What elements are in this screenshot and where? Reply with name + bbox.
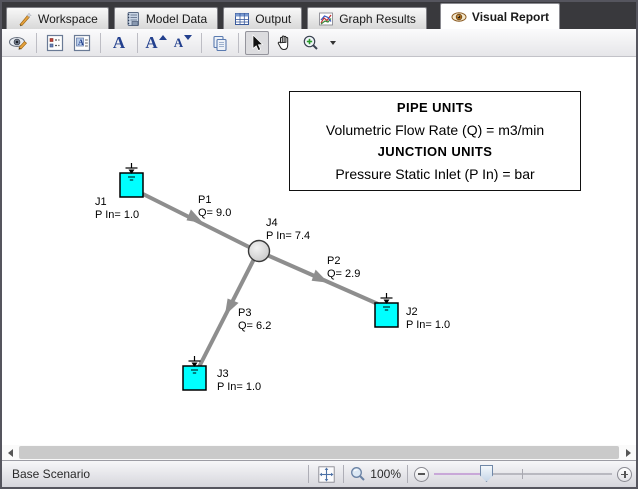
statusbar-separator [308, 465, 310, 483]
slider-center-tick [522, 469, 523, 479]
svg-text:A: A [78, 38, 84, 47]
pipe-units-title: PIPE UNITS [396, 100, 474, 116]
tab-label: Output [255, 11, 292, 26]
units-legend[interactable]: PIPE UNITS Volumetric Flow Rate (Q) = m3… [289, 91, 581, 191]
zoom-to-fit-button[interactable] [315, 463, 337, 485]
junction-J1-reservoir[interactable] [119, 163, 144, 198]
water-surface-icon [380, 293, 393, 311]
chart-icon [319, 12, 334, 25]
pipe-P2[interactable] [266, 253, 379, 306]
select-arrow-icon [252, 33, 264, 51]
scroll-left-button[interactable] [2, 445, 18, 460]
tab-model-data[interactable]: Model Data [113, 7, 219, 29]
junction-J3-reservoir[interactable] [182, 356, 207, 391]
visual-report-toolbar: A A A A [2, 29, 636, 57]
select-tool-button[interactable] [245, 30, 269, 55]
zoom-slider[interactable] [434, 464, 612, 484]
dropdown-caret-icon [330, 40, 336, 45]
zoom-in-icon [303, 35, 318, 50]
water-surface-icon [125, 163, 138, 181]
slider-track[interactable] [434, 473, 612, 475]
display-options-button[interactable] [43, 31, 67, 55]
zoom-in-button[interactable] [617, 466, 632, 482]
pan-tool-button[interactable] [272, 31, 296, 55]
flow-arrow-icon [224, 298, 239, 316]
fit-arrows-icon [318, 465, 335, 483]
copy-icon [213, 35, 227, 51]
eye-icon [451, 11, 467, 22]
table-icon [235, 12, 250, 25]
pipe-units-line: Volumetric Flow Rate (Q) = m3/min [325, 121, 545, 138]
zoom-level-value: 100% [370, 467, 401, 481]
pipe-P3[interactable] [197, 258, 256, 368]
tab-label: Model Data [145, 11, 208, 26]
tab-visual-report[interactable]: Visual Report [439, 3, 561, 29]
junction-units-line: Pressure Static Inlet (P In) = bar [335, 165, 535, 182]
plus-icon [621, 470, 628, 478]
slider-fill [434, 473, 486, 475]
zoom-out-button[interactable] [414, 466, 429, 482]
chevron-left-icon [7, 448, 13, 457]
notebook-icon [127, 11, 139, 26]
font-decrease-icon: A [173, 35, 184, 50]
up-caret-icon [158, 35, 167, 40]
visual-report-canvas[interactable]: PIPE UNITS Volumetric Flow Rate (Q) = m3… [2, 57, 636, 445]
statusbar-separator [343, 465, 345, 483]
chevron-right-icon [625, 448, 631, 457]
model-scene [119, 163, 399, 391]
tab-bar: Workspace Model Data [2, 2, 636, 29]
minus-icon [418, 473, 425, 475]
tab-graph-results[interactable]: Graph Results [307, 7, 427, 29]
font-button[interactable]: A [107, 31, 131, 55]
eye-pencil-icon [8, 36, 28, 50]
scenario-label: Base Scenario [12, 467, 91, 481]
junction-J2-reservoir[interactable] [374, 293, 399, 328]
status-bar: Base Scenario 100% [2, 460, 636, 487]
toolbar-separator [36, 32, 37, 53]
down-caret-icon [184, 35, 193, 40]
font-decrease-button[interactable]: A [171, 31, 195, 55]
water-surface-icon [188, 356, 201, 374]
junction-J4-branch[interactable] [247, 239, 271, 263]
pan-hand-icon [277, 34, 289, 50]
toolbar-separator [100, 32, 101, 53]
scrollbar-thumb[interactable] [19, 446, 619, 459]
pipe-P1[interactable] [142, 192, 252, 250]
display-options-icon [46, 34, 64, 51]
flow-arrow-icon [311, 269, 329, 283]
zoom-tool-dropdown[interactable] [326, 31, 338, 55]
copy-button[interactable] [208, 31, 232, 55]
flow-arrow-icon [186, 209, 204, 224]
font-increase-button[interactable]: A [144, 31, 168, 55]
font-icon: A [112, 33, 126, 52]
horizontal-scrollbar[interactable] [2, 445, 636, 460]
zoom-level-icon [351, 467, 366, 481]
statusbar-separator [407, 465, 408, 483]
toolbar-separator [137, 32, 138, 53]
tab-label: Graph Results [339, 11, 416, 26]
tab-output[interactable]: Output [223, 7, 303, 29]
wand-icon [19, 12, 32, 26]
tab-label: Visual Report [471, 9, 550, 24]
font-increase-icon: A [145, 33, 158, 52]
visual-report-options-button[interactable] [6, 31, 30, 55]
tab-label: Workspace [38, 11, 98, 26]
tab-workspace[interactable]: Workspace [6, 7, 109, 29]
slider-thumb[interactable] [480, 465, 493, 482]
toolbar-separator [201, 32, 202, 53]
text-settings-button[interactable]: A [70, 31, 94, 55]
scroll-right-button[interactable] [620, 445, 636, 460]
junction-units-title: JUNCTION UNITS [377, 144, 493, 160]
zoom-tool-button[interactable] [299, 31, 323, 55]
text-settings-icon: A [73, 34, 91, 51]
toolbar-separator [238, 32, 239, 53]
